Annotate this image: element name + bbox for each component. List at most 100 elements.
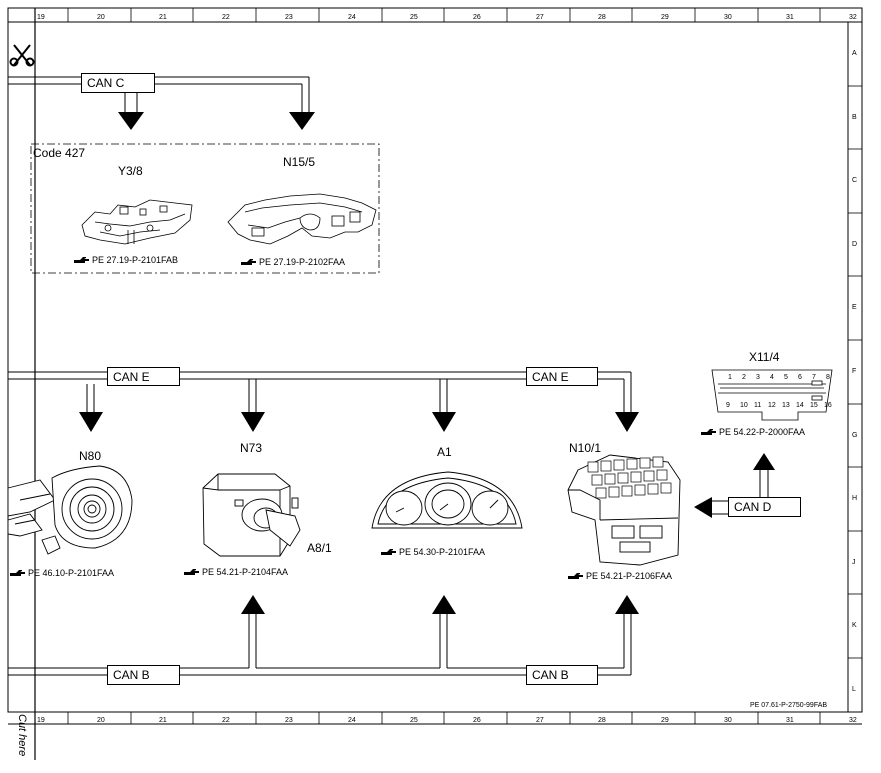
row-letter: G <box>852 432 858 439</box>
row-letter: E <box>852 304 857 311</box>
can-d-label: CAN D <box>728 497 801 517</box>
column-number-bottom: 26 <box>473 717 481 724</box>
column-number-bottom: 27 <box>536 717 544 724</box>
can-d-bus-lines <box>712 470 769 515</box>
column-number-top: 28 <box>598 14 606 21</box>
x11-4-pin-number: 13 <box>782 402 790 409</box>
column-number-bottom: 30 <box>724 717 732 724</box>
fuse-slot <box>591 474 603 486</box>
can-e-label-left: CAN E <box>107 367 180 386</box>
arrow-left-can-d <box>694 497 712 518</box>
code-427-group-box <box>30 143 380 274</box>
x11-4-diagnostic-connector <box>711 369 833 421</box>
x11-4-pin-number: 11 <box>754 402 762 409</box>
n73-label: N73 <box>240 441 263 455</box>
arrow-up-x11-4 <box>753 453 775 470</box>
a1-reference[interactable]: PE 54.30-P-2101FAA <box>399 547 486 557</box>
column-number-top: 21 <box>159 14 167 21</box>
fuse-slot <box>626 458 638 470</box>
row-letter: D <box>852 241 858 248</box>
a1-instrument-cluster-illustration <box>371 471 523 529</box>
n80-steering-column-module-illustration <box>7 465 133 555</box>
row-letter: H <box>852 495 858 502</box>
column-number-bottom: 23 <box>285 717 293 724</box>
column-number-top: 32 <box>849 14 857 21</box>
x11-4-label: X11/4 <box>749 350 780 364</box>
column-number-bottom: 31 <box>786 717 794 724</box>
can-e-bus-lines <box>8 371 632 412</box>
arrow-down-n15-5 <box>289 112 315 130</box>
column-number-top: 31 <box>786 14 794 21</box>
x11-4-pin-number: 5 <box>784 374 788 381</box>
n73-ignition-switch-illustration <box>202 473 301 557</box>
n80-reference[interactable]: PE 46.10-P-2101FAA <box>28 568 115 578</box>
n15-5-module-illustration <box>227 193 377 245</box>
column-number-top: 29 <box>661 14 669 21</box>
arrow-up-n10-1 <box>615 595 639 614</box>
can-c-bus-lines <box>8 76 310 112</box>
column-number-bottom: 24 <box>348 717 356 724</box>
arrow-up-n73 <box>241 595 265 614</box>
row-letter: L <box>852 686 856 693</box>
scissors-icon <box>9 44 35 67</box>
column-number-bottom: 25 <box>410 717 418 724</box>
can-e-label-right: CAN E <box>526 367 598 386</box>
fuse-slot <box>639 457 651 469</box>
x11-4-pin-number: 1 <box>728 374 732 381</box>
n10-1-reference[interactable]: PE 54.21-P-2106FAA <box>586 571 673 581</box>
y3-8-label: Y3/8 <box>118 164 143 178</box>
a8-1-label: A8/1 <box>307 541 332 555</box>
x11-4-pin-number: 4 <box>770 374 774 381</box>
column-number-bottom: 20 <box>97 717 105 724</box>
fuse-slot <box>604 473 616 485</box>
x11-4-pin-number: 16 <box>824 402 832 409</box>
ref-pointer-icon <box>568 573 583 579</box>
column-number-bottom: 19 <box>37 717 45 724</box>
arrow-down-n10-1 <box>615 412 639 432</box>
row-letter: A <box>852 50 857 57</box>
fuse-slot <box>634 484 646 496</box>
fuse-slot <box>608 486 620 498</box>
column-number-bottom: 22 <box>222 717 230 724</box>
column-number-top: 24 <box>348 14 356 21</box>
fuse-slot <box>660 482 672 494</box>
x11-4-pin-number: 2 <box>742 374 746 381</box>
n15-5-reference[interactable]: PE 27.19-P-2102FAA <box>259 257 346 267</box>
fuse-slot <box>587 461 599 473</box>
ref-pointer-icon <box>701 429 716 435</box>
y3-8-reference[interactable]: PE 27.19-P-2101FAB <box>92 255 179 265</box>
fuse-slot <box>621 485 633 497</box>
column-number-bottom: 32 <box>849 717 857 724</box>
column-number-top: 19 <box>37 14 45 21</box>
ref-pointer-icon <box>184 569 199 575</box>
column-number-bottom: 29 <box>661 717 669 724</box>
x11-4-reference[interactable]: PE 54.22-P-2000FAA <box>719 427 806 437</box>
x11-4-pin-number: 10 <box>740 402 748 409</box>
fuse-slot <box>656 469 668 481</box>
column-number-top: 23 <box>285 14 293 21</box>
arrow-down-a1 <box>432 412 456 432</box>
n10-1-label: N10/1 <box>569 441 602 455</box>
x11-4-pin-number: 15 <box>810 402 818 409</box>
row-letter: K <box>852 622 857 629</box>
column-number-bottom: 28 <box>598 717 606 724</box>
x11-4-pin-number: 3 <box>756 374 760 381</box>
ref-pointer-icon <box>74 257 89 263</box>
ref-pointer-icon <box>241 259 256 265</box>
fuse-slot <box>617 472 629 484</box>
y3-8-valve-body-illustration <box>81 199 193 245</box>
x11-4-pin-number: 14 <box>796 402 804 409</box>
row-letter: C <box>852 177 858 184</box>
n73-reference[interactable]: PE 54.21-P-2104FAA <box>202 567 289 577</box>
arrow-up-a1 <box>432 595 456 614</box>
row-letter: J <box>852 559 856 566</box>
fuse-slot <box>595 487 607 499</box>
row-letter: B <box>852 114 857 121</box>
column-number-top: 26 <box>473 14 481 21</box>
can-c-label: CAN C <box>81 73 155 93</box>
fuse-slot <box>647 483 659 495</box>
x11-4-pin-number: 8 <box>826 374 830 381</box>
ref-pointer-icon <box>10 570 25 576</box>
column-number-top: 25 <box>410 14 418 21</box>
